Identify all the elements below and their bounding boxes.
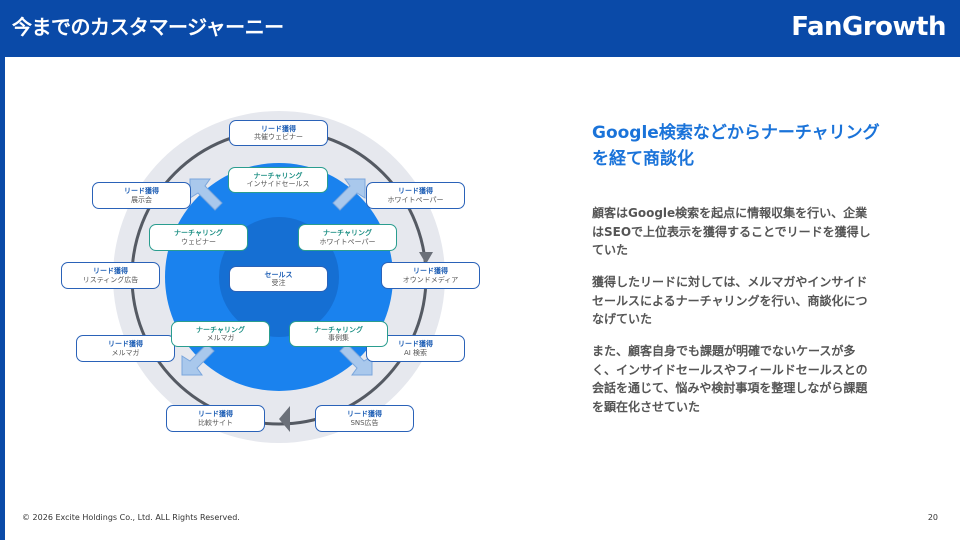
lead-box-sns-ads: リード獲得 SNS広告 — [315, 405, 414, 432]
lead-box-cohost-webinar: リード獲得 共催ウェビナー — [229, 120, 328, 146]
section-heading: Google検索などからナーチャリングを経て商談化 — [592, 123, 880, 170]
lead-box-owned-media: リード獲得 オウンドメディア — [381, 262, 480, 289]
lead-box-whitepaper: リード獲得 ホワイトペーパー — [366, 182, 465, 209]
header-bar: 今までのカスタマージャーニー FanGrowth — [0, 0, 960, 57]
page-title: 今までのカスタマージャーニー — [12, 15, 284, 39]
paragraph-3: また、顧客自身でも課題が明確でないケースが多く、インサイドセールスやフィールドセ… — [592, 344, 868, 414]
inward-arrow-top-right-icon — [332, 178, 366, 211]
inward-arrow-top-left-icon — [189, 178, 223, 211]
lead-box-comparison-site: リード獲得 比較サイト — [166, 405, 265, 432]
nurture-box-case-studies: ナーチャリング 事例集 — [289, 321, 388, 347]
nurture-box-webinar: ナーチャリング ウェビナー — [149, 224, 248, 251]
center-sales-box: セールス 受注 — [229, 266, 328, 292]
paragraph-1: 顧客はGoogle検索を起点に情報収集を行い、企業はSEOで上位表示を獲得するこ… — [592, 206, 871, 258]
fangrowth-logo: FanGrowth — [791, 12, 946, 42]
lead-box-listing-ads: リード獲得 リスティング広告 — [61, 262, 160, 289]
lead-box-ai-search: リード獲得 AI 検索 — [366, 335, 465, 362]
copyright-text: © 2026 Excite Holdings Co., Ltd. ALL Rig… — [22, 513, 240, 522]
page-number: 20 — [927, 513, 938, 522]
left-accent-rule — [0, 57, 5, 540]
lead-box-newsletter: リード獲得 メルマガ — [76, 335, 175, 362]
ring-arrow-right-icon — [419, 252, 433, 264]
nurture-box-newsletter: ナーチャリング メルマガ — [171, 321, 270, 347]
nurture-box-whitepaper: ナーチャリング ホワイトペーパー — [298, 224, 397, 251]
lead-box-exhibition: リード獲得 展示会 — [92, 182, 191, 209]
inward-arrow-bottom-left-icon — [181, 343, 215, 376]
paragraph-2: 獲得したリードに対しては、メルマガやインサイドセールスによるナーチャリングを行い… — [592, 275, 868, 327]
ring-arrow-bottom-icon — [279, 406, 290, 432]
nurture-box-inside-sales: ナーチャリング インサイドセールス — [228, 167, 328, 193]
